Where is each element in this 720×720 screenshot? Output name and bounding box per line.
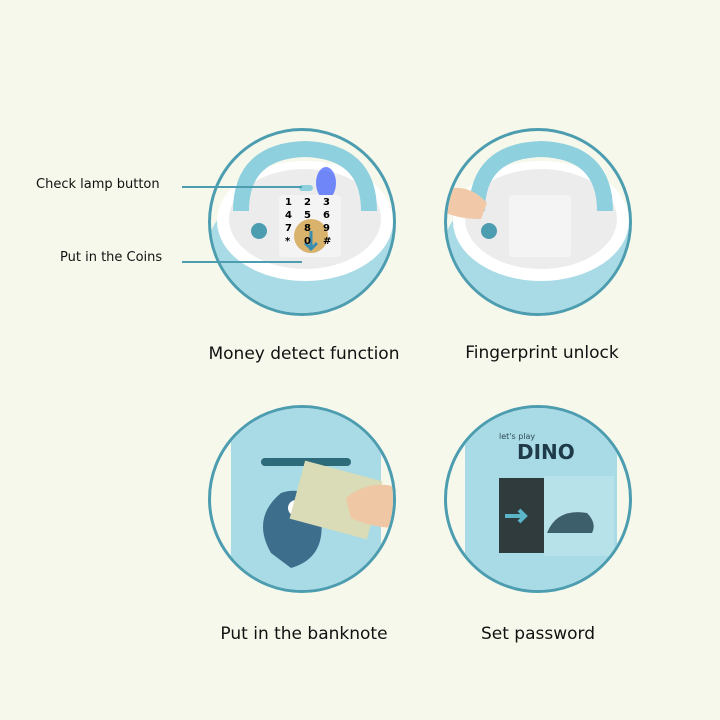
set-password-image: let's play DINO (444, 405, 632, 593)
key: 9 (323, 223, 330, 234)
key: # (323, 236, 332, 247)
caption-fingerprint-unlock: Fingerprint unlock (465, 343, 619, 363)
caption-put-banknote: Put in the banknote (220, 624, 388, 644)
put-coins-line (182, 261, 302, 263)
caption-money-detect: Money detect function (208, 344, 400, 364)
key: 6 (323, 210, 330, 221)
dino-door-illustration (465, 408, 617, 590)
key: 7 (285, 223, 292, 234)
put-coins-label: Put in the Coins (60, 250, 163, 265)
check-lamp-line (182, 186, 302, 188)
key: * (285, 236, 291, 247)
key: 4 (285, 210, 292, 221)
keypad: 1 2 3 4 5 6 7 8 9 * 0 # (285, 197, 340, 247)
key: 8 (304, 223, 311, 234)
money-detect-image: 1 2 3 4 5 6 7 8 9 * 0 # (208, 128, 396, 316)
caption-set-password: Set password (480, 624, 596, 644)
banknote-illustration (231, 408, 393, 590)
dino-title: DINO (517, 440, 575, 464)
dino-small-text: let's play (499, 432, 536, 441)
key: 5 (304, 210, 311, 221)
key: 2 (304, 197, 311, 208)
fingerprint-illustration (447, 140, 629, 313)
key: 3 (323, 197, 330, 208)
key: 0 (304, 236, 311, 247)
key: 1 (285, 197, 292, 208)
check-lamp-label: Check lamp button (36, 177, 160, 192)
banknote-image (208, 405, 396, 593)
piggy-bank-top-illustration (211, 140, 393, 313)
fingerprint-unlock-image (444, 128, 632, 316)
